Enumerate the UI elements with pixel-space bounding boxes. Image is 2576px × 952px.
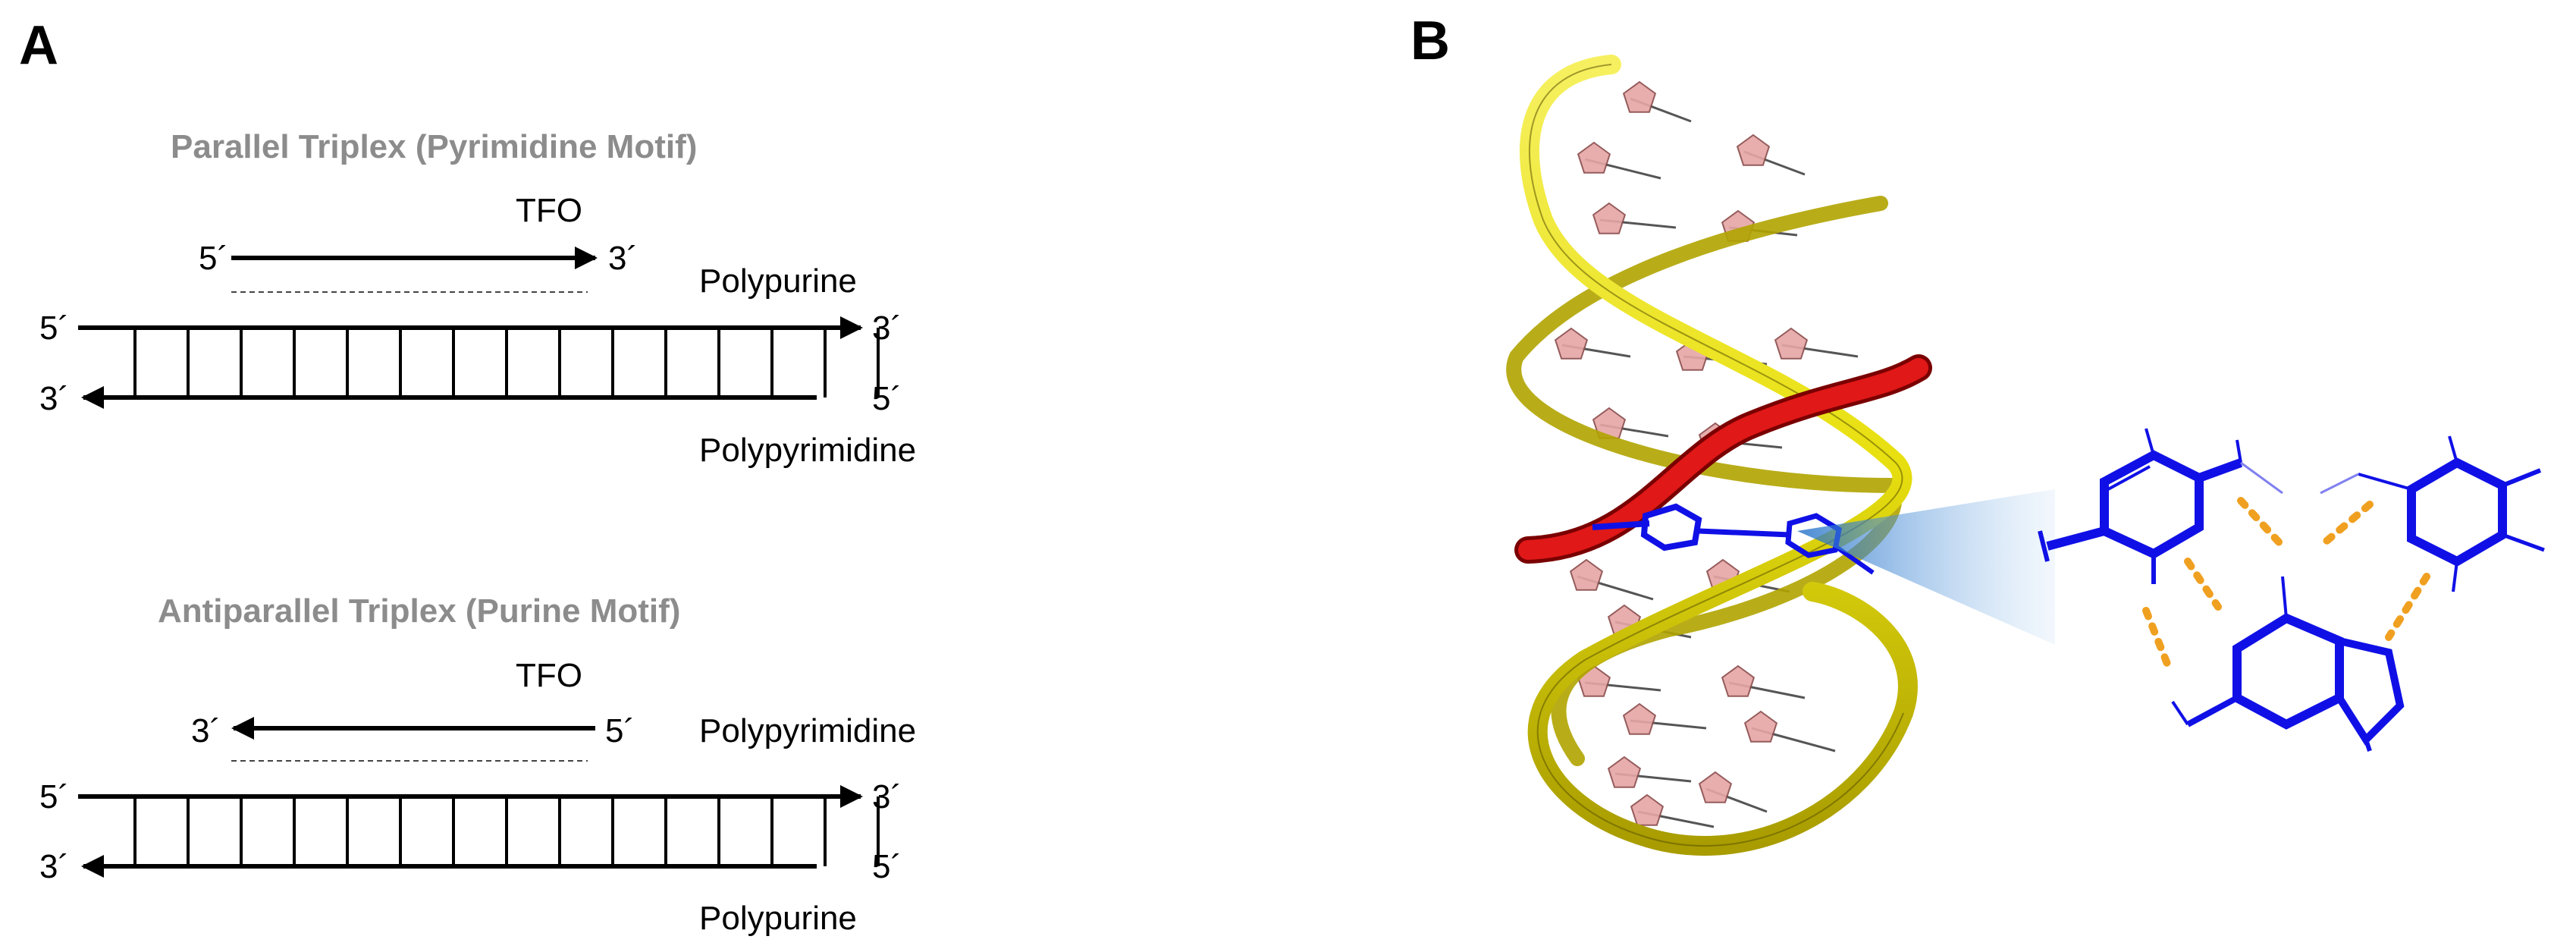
zoom-beam	[1797, 489, 2055, 645]
panel-a-letter: A	[19, 15, 58, 76]
zoom-purine-five-ring	[2336, 636, 2405, 746]
helix-sugar-ring	[1554, 327, 1589, 360]
parallel-base-pair-rungs	[133, 328, 880, 397]
parallel-top-strand-label: Polypurine	[699, 262, 857, 300]
zoom-purine-six-ring	[2232, 613, 2344, 730]
parallel-tfo-end-label: 3´	[608, 240, 638, 277]
parallel-triplex-title: Parallel Triplex (Pyrimidine Motif)	[171, 128, 697, 165]
antiparallel-top-left-end: 5´	[39, 778, 69, 815]
dna-backbone-outline	[1529, 64, 1904, 847]
helix-sugar-ring	[1569, 558, 1604, 591]
antiparallel-base-pair-rungs	[133, 796, 880, 866]
antiparallel-bottom-left-end: 3´	[39, 848, 69, 885]
panel-b: B	[1410, 11, 2545, 856]
antiparallel-triplex-diagram: Antiparallel Triplex (Purine Motif) TFO …	[39, 592, 916, 937]
parallel-tfo-label: TFO	[516, 192, 582, 229]
antiparallel-bottom-strand-label: Polypurine	[699, 900, 857, 937]
zoom-left-ring	[2100, 450, 2204, 559]
parallel-bottom-right-end: 5´	[872, 380, 902, 417]
helix-sugar-ring	[1736, 134, 1771, 166]
panel-b-letter: B	[1410, 11, 1450, 71]
helix-sugar-ring	[1622, 80, 1657, 113]
helix-sugar-ring	[1622, 702, 1657, 735]
zoomed-base-triplet	[2038, 428, 2545, 752]
parallel-top-left-end: 5´	[39, 309, 69, 347]
antiparallel-tfo-end-label: 5´	[605, 712, 635, 749]
helix-highlighted-triplet	[1592, 503, 1875, 575]
parallel-bottom-left-end: 3´	[39, 380, 69, 417]
zoom-right-ring	[2407, 457, 2507, 567]
helix-sugar-ring	[1698, 771, 1733, 803]
parallel-top-right-end: 3´	[872, 309, 902, 347]
zoom-hydrogen-bonds	[2142, 497, 2430, 671]
antiparallel-top-right-end: 3´	[872, 778, 902, 815]
antiparallel-top-strand-label: Polypyrimidine	[699, 712, 916, 749]
parallel-bottom-strand-label: Polypyrimidine	[699, 432, 916, 469]
helix-sugar-ring	[1577, 141, 1611, 174]
helix-sugar-ring	[1774, 327, 1809, 360]
antiparallel-triplex-title: Antiparallel Triplex (Purine Motif)	[158, 592, 680, 630]
antiparallel-tfo-start-label: 3´	[191, 712, 221, 749]
panel-a: A Parallel Triplex (Pyrimidine Motif) TF…	[19, 15, 916, 937]
parallel-tfo-start-label: 5´	[199, 240, 228, 277]
helix-sugar-ring	[1630, 793, 1665, 826]
helix-sugar-ring	[1592, 202, 1627, 234]
helix-sugar-ring	[1743, 710, 1778, 743]
antiparallel-tfo-label: TFO	[516, 657, 582, 694]
parallel-triplex-diagram: Parallel Triplex (Pyrimidine Motif) TFO …	[39, 128, 916, 469]
antiparallel-bottom-right-end: 5´	[872, 848, 902, 885]
helix-sugar-ring	[1607, 756, 1642, 788]
helix-sugar-ring	[1721, 665, 1756, 697]
